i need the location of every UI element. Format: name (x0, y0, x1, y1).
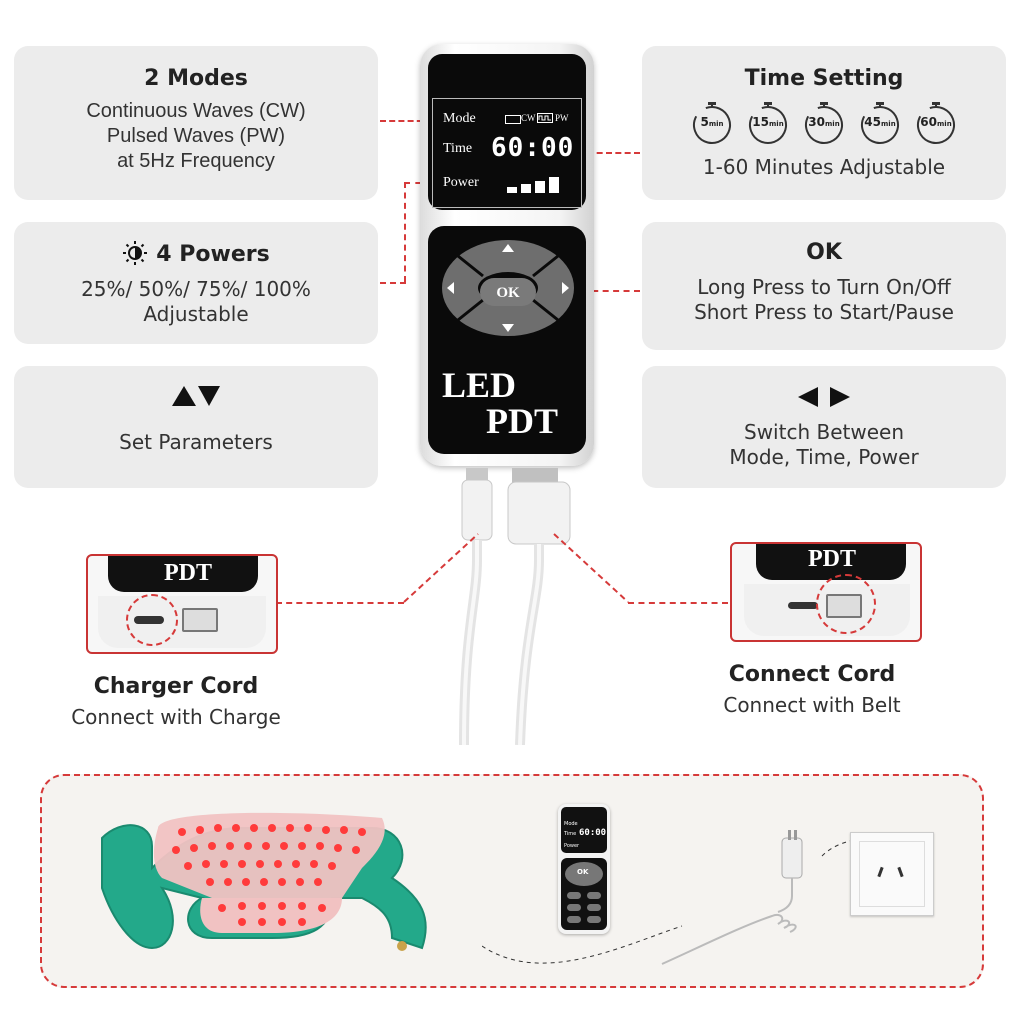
lcd-cw: CW (521, 113, 536, 123)
connector-connect-diag (553, 533, 629, 603)
timer-value: 30 (808, 115, 825, 129)
lcd-time-value: 60:00 (491, 133, 575, 163)
timer-unit: min (825, 120, 840, 128)
power-adapter-icon (777, 830, 803, 913)
connector-charger-h (276, 602, 404, 604)
charger-inset-text: PDT (164, 560, 212, 586)
mini-power: Power (564, 843, 580, 849)
usb-a-port (182, 608, 218, 632)
modes-line-3: at 5Hz Frequency (117, 150, 275, 172)
timer-unit: min (881, 120, 896, 128)
ok-title: OK (806, 240, 842, 265)
connect-sub: Connect with Belt (723, 693, 901, 717)
remote-controller: Mode CW PW Time 60:00 Power (420, 44, 594, 466)
charger-port-inset: PDT (86, 554, 278, 654)
set-parameters-card: Set Parameters (14, 366, 378, 488)
usage-illustration-panel: Mode Time 60:00 Power OK (40, 774, 984, 988)
modes-title: 2 Modes (144, 66, 248, 91)
pw-icon (537, 113, 553, 123)
brand-led: LED (442, 365, 517, 405)
connector-connect-h (628, 602, 728, 604)
timer-5-icon: 5min (690, 101, 734, 145)
led-belt-icon (101, 812, 427, 951)
lcd-time-label: Time (443, 141, 473, 156)
right-button[interactable] (550, 276, 574, 306)
connector-mode (380, 120, 432, 122)
connect-port-inset: PDT (730, 542, 922, 642)
charger-wire (482, 839, 903, 965)
timer-value: 15 (752, 115, 769, 129)
mini-remote: Mode Time 60:00 Power OK (558, 804, 610, 934)
connector-power-h2 (380, 282, 406, 284)
set-parameters-text: Set Parameters (119, 430, 273, 454)
ok-line-1: Long Press to Turn On/Off (697, 275, 951, 299)
switch-line-1: Switch Between (744, 420, 904, 444)
charger-sub: Connect with Charge (71, 705, 281, 729)
usb-c-port (788, 602, 818, 609)
connector-power-v (404, 182, 406, 282)
cables (459, 468, 571, 745)
connect-port-highlight (816, 574, 876, 634)
remote-screen: Mode CW PW Time 60:00 Power (428, 54, 586, 210)
powers-card: 4 Powers 25%/ 50%/ 75%/ 100% Adjustable (14, 222, 378, 344)
mini-time: Time (564, 831, 577, 837)
timer-unit: min (769, 120, 784, 128)
time-sub: 1-60 Minutes Adjustable (702, 155, 946, 179)
connect-caption: Connect Cord Connect with Belt (672, 662, 952, 717)
lcd-pw: PW (555, 113, 569, 123)
switch-line-2: Mode, Time, Power (729, 445, 919, 469)
timer-unit: min (937, 120, 952, 128)
ok-button[interactable]: OK (480, 278, 536, 306)
powers-title: 4 Powers (156, 242, 270, 267)
charger-caption: Charger Cord Connect with Charge (36, 674, 316, 729)
mini-ok: OK (577, 868, 589, 876)
charger-port-highlight (126, 594, 178, 646)
timer-value: 5 (700, 115, 709, 129)
timer-unit: min (708, 120, 724, 128)
charger-title: Charger Cord (93, 674, 259, 699)
connect-title: Connect Cord (728, 662, 896, 687)
brand-pdt: PDT (486, 401, 558, 441)
left-button[interactable] (442, 276, 466, 306)
timer-value: 45 (864, 115, 881, 129)
lcd-mode-label: Mode (443, 111, 476, 126)
timer-30-icon: 30min (802, 101, 846, 145)
up-down-arrows-icon (172, 386, 220, 406)
wall-socket-icon (850, 832, 934, 916)
timer-45-icon: 45min (858, 101, 902, 145)
up-button[interactable] (484, 240, 532, 260)
ok-card: OK Long Press to Turn On/Off Short Press… (642, 222, 1006, 350)
lcd-display: Mode CW PW Time 60:00 Power (432, 98, 582, 208)
down-button[interactable] (484, 318, 532, 338)
cw-icon (505, 115, 521, 124)
mini-time-value: 60:00 (579, 828, 607, 838)
time-title: Time Setting (744, 66, 904, 91)
modes-line-2: Pulsed Waves (PW) (106, 125, 286, 147)
brightness-icon (123, 241, 148, 265)
connect-inset-text: PDT (808, 546, 856, 572)
timer-15-icon: 15min (746, 101, 790, 145)
power-level-bars (507, 173, 569, 193)
timer-60-icon: 60min (914, 101, 958, 145)
mini-mode: Mode (564, 821, 578, 827)
modes-card: 2 Modes Continuous Waves (CW) Pulsed Wav… (14, 46, 378, 200)
powers-line-1: 25%/ 50%/ 75%/ 100% (81, 277, 311, 301)
connector-charger-diag (403, 533, 479, 603)
ok-button-label: OK (496, 285, 520, 301)
left-right-arrows-icon (798, 387, 850, 407)
switch-card: Switch Between Mode, Time, Power (642, 366, 1006, 488)
connector-time (578, 152, 640, 154)
ok-line-2: Short Press to Start/Pause (694, 300, 954, 324)
lcd-power-label: Power (443, 175, 479, 190)
modes-line-1: Continuous Waves (CW) (86, 100, 306, 122)
timer-value: 60 (920, 115, 937, 129)
remote-keypad: OK LED PDT (428, 226, 586, 454)
powers-line-2: Adjustable (143, 302, 249, 326)
